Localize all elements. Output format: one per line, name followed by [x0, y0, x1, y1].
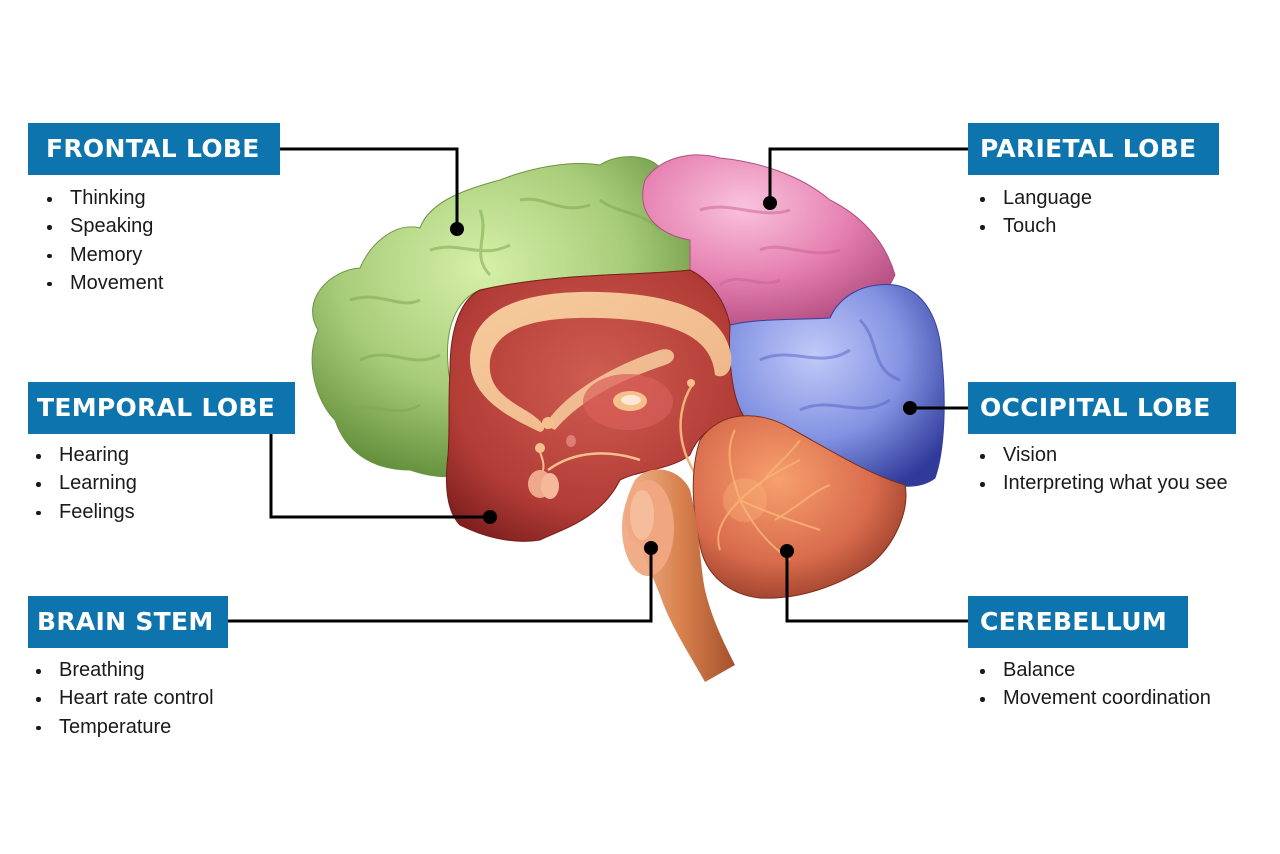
cerebellum-shape [692, 415, 907, 599]
function-item: Hearing [35, 441, 137, 469]
function-item: Language [979, 184, 1092, 212]
function-item: Feelings [35, 498, 137, 526]
function-item: Balance [979, 656, 1211, 684]
parietal-lobe-label: PARIETAL LOBE [968, 123, 1219, 175]
function-item: Touch [979, 212, 1092, 240]
parietal-connector [768, 147, 968, 203]
function-item: Learning [35, 469, 137, 497]
function-item: Breathing [35, 656, 214, 684]
occipital-lobe-functions: Vision Interpreting what you see [979, 441, 1228, 498]
temporal-lobe-functions: Hearing Learning Feelings [35, 441, 137, 526]
function-item: Thinking [28, 184, 163, 212]
connector-dots [450, 196, 917, 558]
function-item: Interpreting what you see [979, 469, 1228, 497]
occipital-lobe-label: OCCIPITAL LOBE [968, 382, 1236, 434]
cerebellum-label: CEREBELLUM [968, 596, 1188, 648]
function-item: Movement [28, 269, 163, 297]
cerebellum-connector [785, 551, 968, 623]
temporal-connector [269, 434, 490, 519]
function-item: Memory [28, 241, 163, 269]
function-item: Vision [979, 441, 1228, 469]
function-item: Movement coordination [979, 684, 1211, 712]
frontal-connector [280, 147, 459, 229]
frontal-lobe-label: FRONTAL LOBE [28, 123, 280, 175]
function-item: Temperature [35, 713, 214, 741]
brain-stem-functions: Breathing Heart rate control Temperature [35, 656, 214, 741]
brainstem-connector [228, 548, 653, 623]
cerebellum-functions: Balance Movement coordination [979, 656, 1211, 713]
connector-lines [228, 147, 968, 623]
parietal-lobe-functions: Language Touch [979, 184, 1092, 241]
frontal-lobe-functions: Thinking Speaking Memory Movement [28, 184, 163, 297]
brain-stem-label: BRAIN STEM [28, 596, 228, 648]
function-item: Speaking [28, 212, 163, 240]
function-item: Heart rate control [35, 684, 214, 712]
temporal-lobe-label: TEMPORAL LOBE [28, 382, 295, 434]
